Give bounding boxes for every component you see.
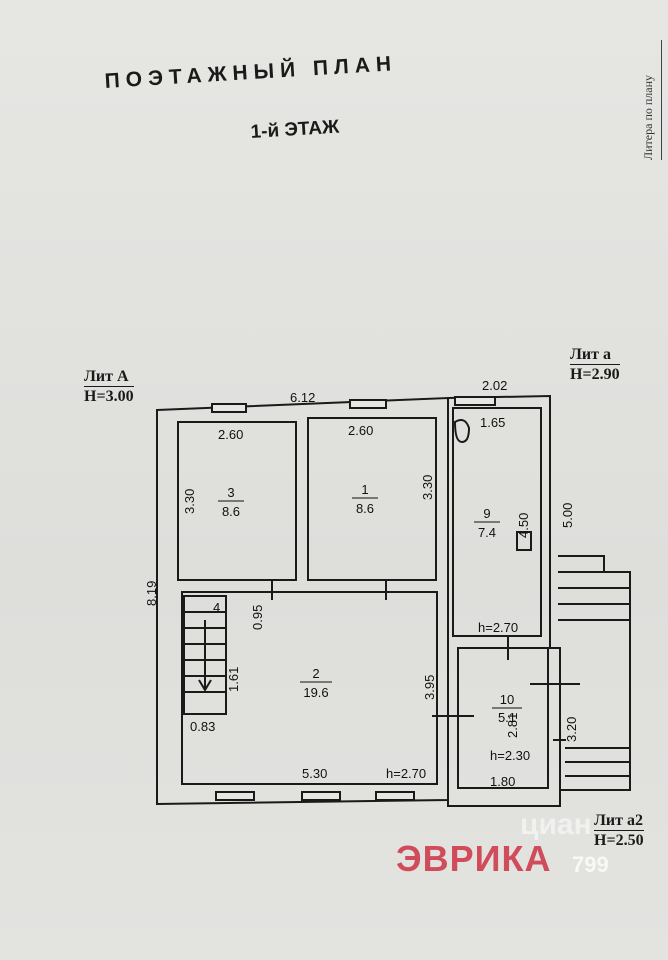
litera-a-name: Лит А	[84, 368, 129, 385]
dim-room10-width: 1.80	[490, 774, 515, 789]
dim-room10-height: 2.81	[505, 713, 520, 738]
litera-b-height: Н=2.90	[570, 364, 620, 383]
watermark-logo: ЭВРИКА	[396, 838, 552, 879]
room-label-10: 10 5.1	[492, 692, 522, 725]
room-label-1: 1 8.6	[352, 482, 378, 516]
litera-c-name: Лит а2	[594, 812, 643, 829]
litera-c-height: Н=2.50	[594, 830, 644, 849]
dim-right-a: 5.00	[560, 503, 575, 528]
litera-b-label: Лит а Н=2.90	[570, 346, 620, 384]
dim-room9-width: 1.65	[480, 415, 505, 430]
litera-a-label: Лит А Н=3.00	[84, 368, 134, 406]
watermark-site: циан	[520, 808, 592, 841]
dim-room2-width: 5.30	[302, 766, 327, 781]
svg-text:8.6: 8.6	[222, 504, 240, 519]
height-room2: h=2.70	[386, 766, 426, 781]
dim-stair-len: 1.61	[226, 667, 241, 692]
room-2-wall	[181, 591, 438, 785]
outer-wall-litera-a	[447, 394, 561, 807]
watermark-phone: 799	[572, 852, 609, 877]
dim-room3-width: 2.60	[218, 427, 243, 442]
svg-text:7.4: 7.4	[478, 525, 496, 540]
dim-top-total: 6.12	[290, 390, 315, 405]
svg-text:2: 2	[312, 666, 319, 681]
svg-text:8.6: 8.6	[356, 501, 374, 516]
svg-text:5.1: 5.1	[498, 710, 516, 725]
dim-stair-gap: 0.95	[250, 605, 265, 630]
height-room9: h=2.70	[478, 620, 518, 635]
dim-left-total: 8.19	[144, 581, 159, 606]
porch-wall	[558, 555, 631, 791]
staircase	[183, 595, 227, 715]
dim-porch-height: 3.20	[564, 717, 579, 742]
room-1-wall	[307, 417, 437, 581]
room-label-2: 2 19.6	[300, 666, 332, 700]
room-label-9: 9 7.4	[474, 506, 500, 540]
dim-room1-height: 3.30	[420, 475, 435, 500]
litera-b-name: Лит а	[570, 346, 611, 363]
dim-room3-height: 3.30	[182, 489, 197, 514]
dim-stair-width: 0.83	[190, 719, 215, 734]
heater-icon	[516, 531, 532, 551]
dim-room9-height: 4.50	[516, 513, 531, 538]
room-10-wall	[457, 647, 549, 789]
room-9-wall	[452, 407, 542, 637]
room-label-3: 3 8.6	[218, 485, 244, 519]
dim-room1-width: 2.60	[348, 423, 373, 438]
svg-text:19.6: 19.6	[303, 685, 328, 700]
room-3-wall	[177, 421, 297, 581]
svg-text:10: 10	[500, 692, 514, 707]
svg-text:9: 9	[483, 506, 490, 521]
room-label-4: 4	[213, 600, 220, 615]
svg-text:3: 3	[227, 485, 234, 500]
outer-wall	[156, 396, 449, 806]
height-room10: h=2.30	[490, 748, 530, 763]
toilet-icon	[453, 419, 471, 444]
dim-room2-height: 3.95	[422, 675, 437, 700]
dim-top-a: 2.02	[482, 378, 507, 393]
litera-c-label: Лит а2 Н=2.50	[594, 812, 644, 850]
litera-a-height: Н=3.00	[84, 386, 134, 405]
svg-text:1: 1	[361, 482, 368, 497]
